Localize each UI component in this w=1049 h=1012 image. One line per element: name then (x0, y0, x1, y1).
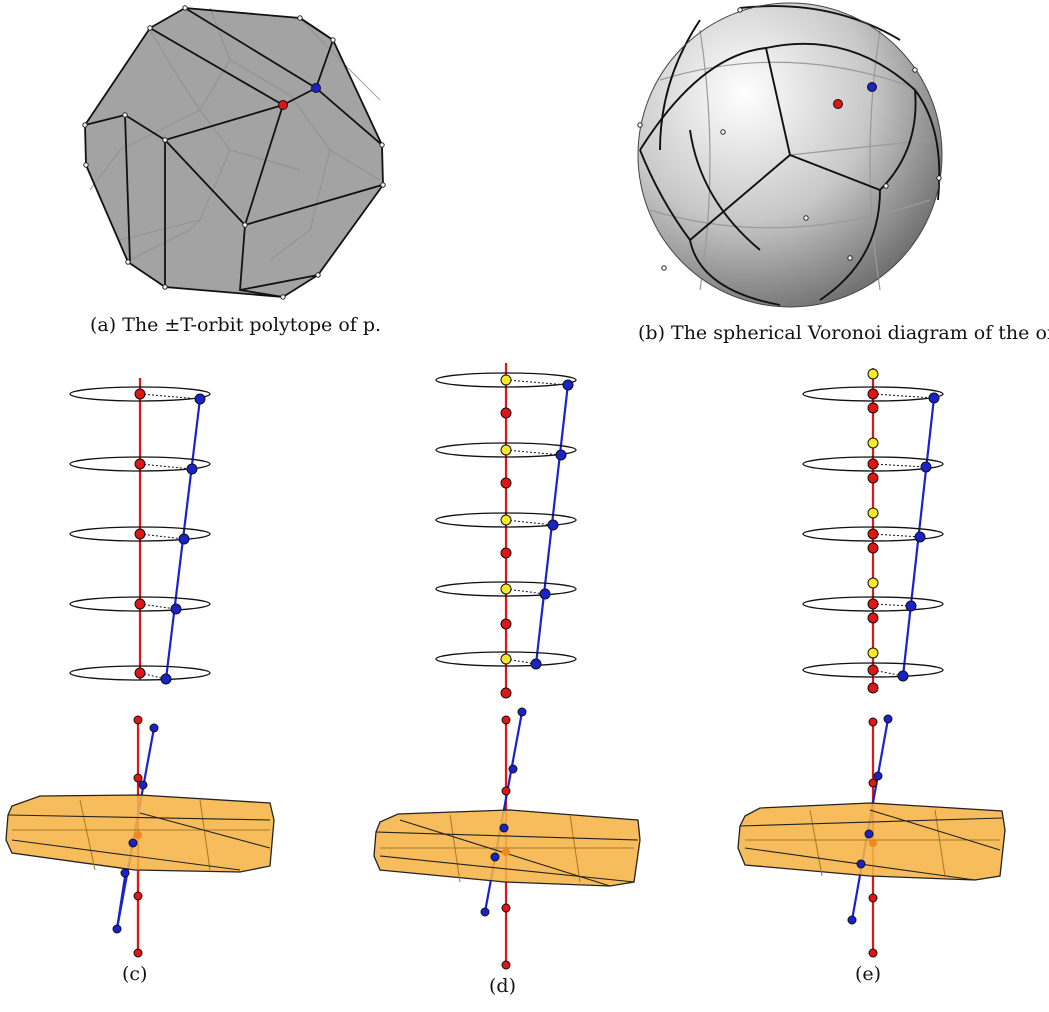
sphere-blue-point (867, 82, 877, 92)
polytope-red-point (278, 100, 288, 110)
caption-c: (c) (122, 963, 148, 985)
voronoi-sphere-figure (636, 0, 946, 310)
sphere-small-points (637, 7, 942, 271)
polytope-figure (70, 0, 400, 310)
sphere-hidden-arcs (649, 29, 931, 291)
caption-e: (e) (855, 963, 882, 985)
caption-b: (b) The spherical Voronoi diagram of the… (638, 322, 1049, 344)
polytope-vertices (82, 5, 386, 300)
stack-c-figure (0, 360, 290, 960)
stack-d-figure (365, 360, 655, 1000)
stack-e-figure (730, 360, 1020, 980)
sphere-red-point (833, 99, 843, 109)
polytope-blue-point (311, 83, 321, 93)
caption-a: (a) The ±T-orbit polytope of p. (90, 314, 382, 336)
caption-d: (d) (489, 975, 516, 997)
